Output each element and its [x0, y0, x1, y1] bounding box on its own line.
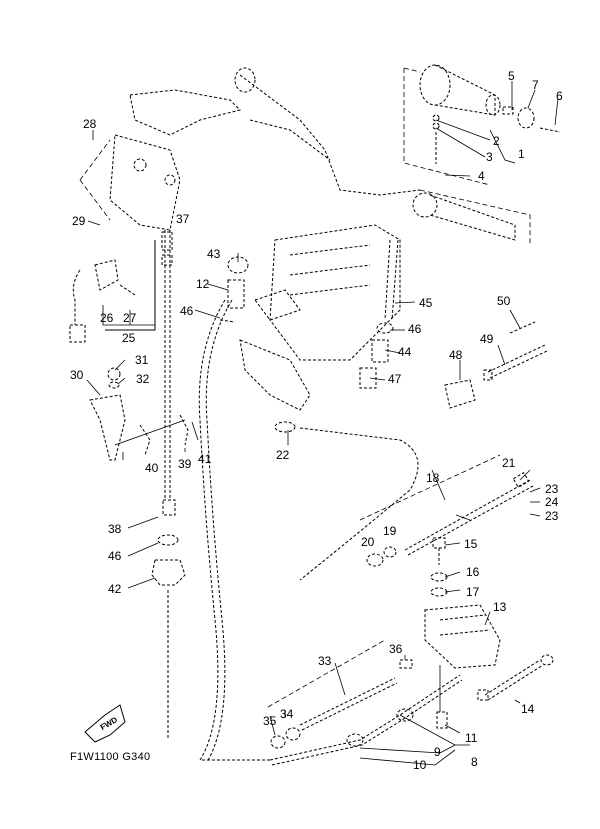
callout-34: 34 [280, 707, 294, 721]
callout-35: 35 [263, 714, 277, 728]
callout-47: 47 [388, 372, 402, 386]
connector-22 [274, 421, 419, 581]
cable-12-43 [219, 256, 249, 323]
vertical-cable [161, 230, 173, 500]
callout-49: 49 [480, 332, 494, 346]
callout-29: 29 [72, 214, 86, 228]
main-cable [198, 299, 270, 763]
lever-housing-13 [424, 604, 501, 669]
cable-33 [267, 639, 413, 749]
callout-37: 37 [176, 212, 190, 226]
callout-25: 25 [122, 331, 136, 345]
bolt-stack [430, 537, 448, 597]
callout-36: 36 [389, 642, 403, 656]
fwd-arrow-icon [84, 704, 126, 743]
callout-26: 26 [100, 311, 114, 325]
cable-bracket [89, 367, 189, 461]
callout-39: 39 [178, 457, 192, 471]
brake-lever [79, 89, 241, 231]
callout-43: 43 [207, 247, 221, 261]
callout-7: 7 [532, 78, 539, 92]
callout-46-lower: 46 [108, 549, 122, 563]
callout-41: 41 [198, 452, 212, 466]
callout-32: 32 [136, 372, 150, 386]
callout-50: 50 [497, 294, 511, 308]
callout-13: 13 [493, 600, 507, 614]
callout-31: 31 [135, 353, 149, 367]
cable-8-9-10 [269, 665, 463, 766]
handlebar [234, 67, 531, 245]
callout-23-lower: 23 [545, 509, 559, 523]
callout-12: 12 [196, 277, 210, 291]
throttle-grip-assembly [419, 64, 561, 164]
callout-40: 40 [145, 461, 159, 475]
cable-18 [359, 454, 534, 567]
callout-19: 19 [383, 524, 397, 538]
callout-24: 24 [545, 495, 559, 509]
clamp-48 [444, 379, 476, 409]
callout-5: 5 [508, 69, 515, 83]
control-housing [239, 224, 401, 411]
brake-switch-bracket [69, 240, 156, 343]
callout-10: 10 [413, 758, 427, 772]
cable-housing-assembly [151, 499, 186, 740]
fitting-stack [359, 239, 399, 389]
callout-16: 16 [466, 565, 480, 579]
callout-18: 18 [426, 471, 440, 485]
cable-tie [483, 321, 548, 381]
callout-20: 20 [361, 535, 375, 549]
callout-28: 28 [83, 117, 97, 131]
callout-11: 11 [465, 731, 478, 745]
drawing-code: F1W1100 G340 [70, 751, 151, 763]
callout-15: 15 [464, 537, 478, 551]
callout-42: 42 [108, 582, 122, 596]
callout-44: 44 [398, 345, 412, 359]
callout-33: 33 [318, 654, 332, 668]
callout-14: 14 [521, 702, 535, 716]
callout-46-right: 46 [408, 322, 422, 336]
callout-38: 38 [108, 522, 122, 536]
callout-6: 6 [556, 89, 563, 103]
leader-lines [86, 81, 559, 766]
callout-21: 21 [502, 456, 516, 470]
callout-23-upper: 23 [545, 482, 559, 496]
cable-14 [477, 654, 554, 701]
callout-8: 8 [471, 755, 478, 769]
callout-2: 2 [493, 134, 500, 148]
grip-bracket [403, 67, 491, 186]
callout-22: 22 [276, 448, 290, 462]
callout-27: 27 [123, 311, 137, 325]
callout-1: 1 [518, 147, 525, 161]
callout-48: 48 [449, 348, 463, 362]
callout-9: 9 [434, 745, 441, 759]
callout-30: 30 [70, 368, 84, 382]
callout-4: 4 [478, 169, 485, 183]
callout-3: 3 [486, 150, 493, 164]
callout-46-left: 46 [180, 304, 194, 318]
callout-45: 45 [419, 296, 433, 310]
callout-17: 17 [466, 585, 480, 599]
